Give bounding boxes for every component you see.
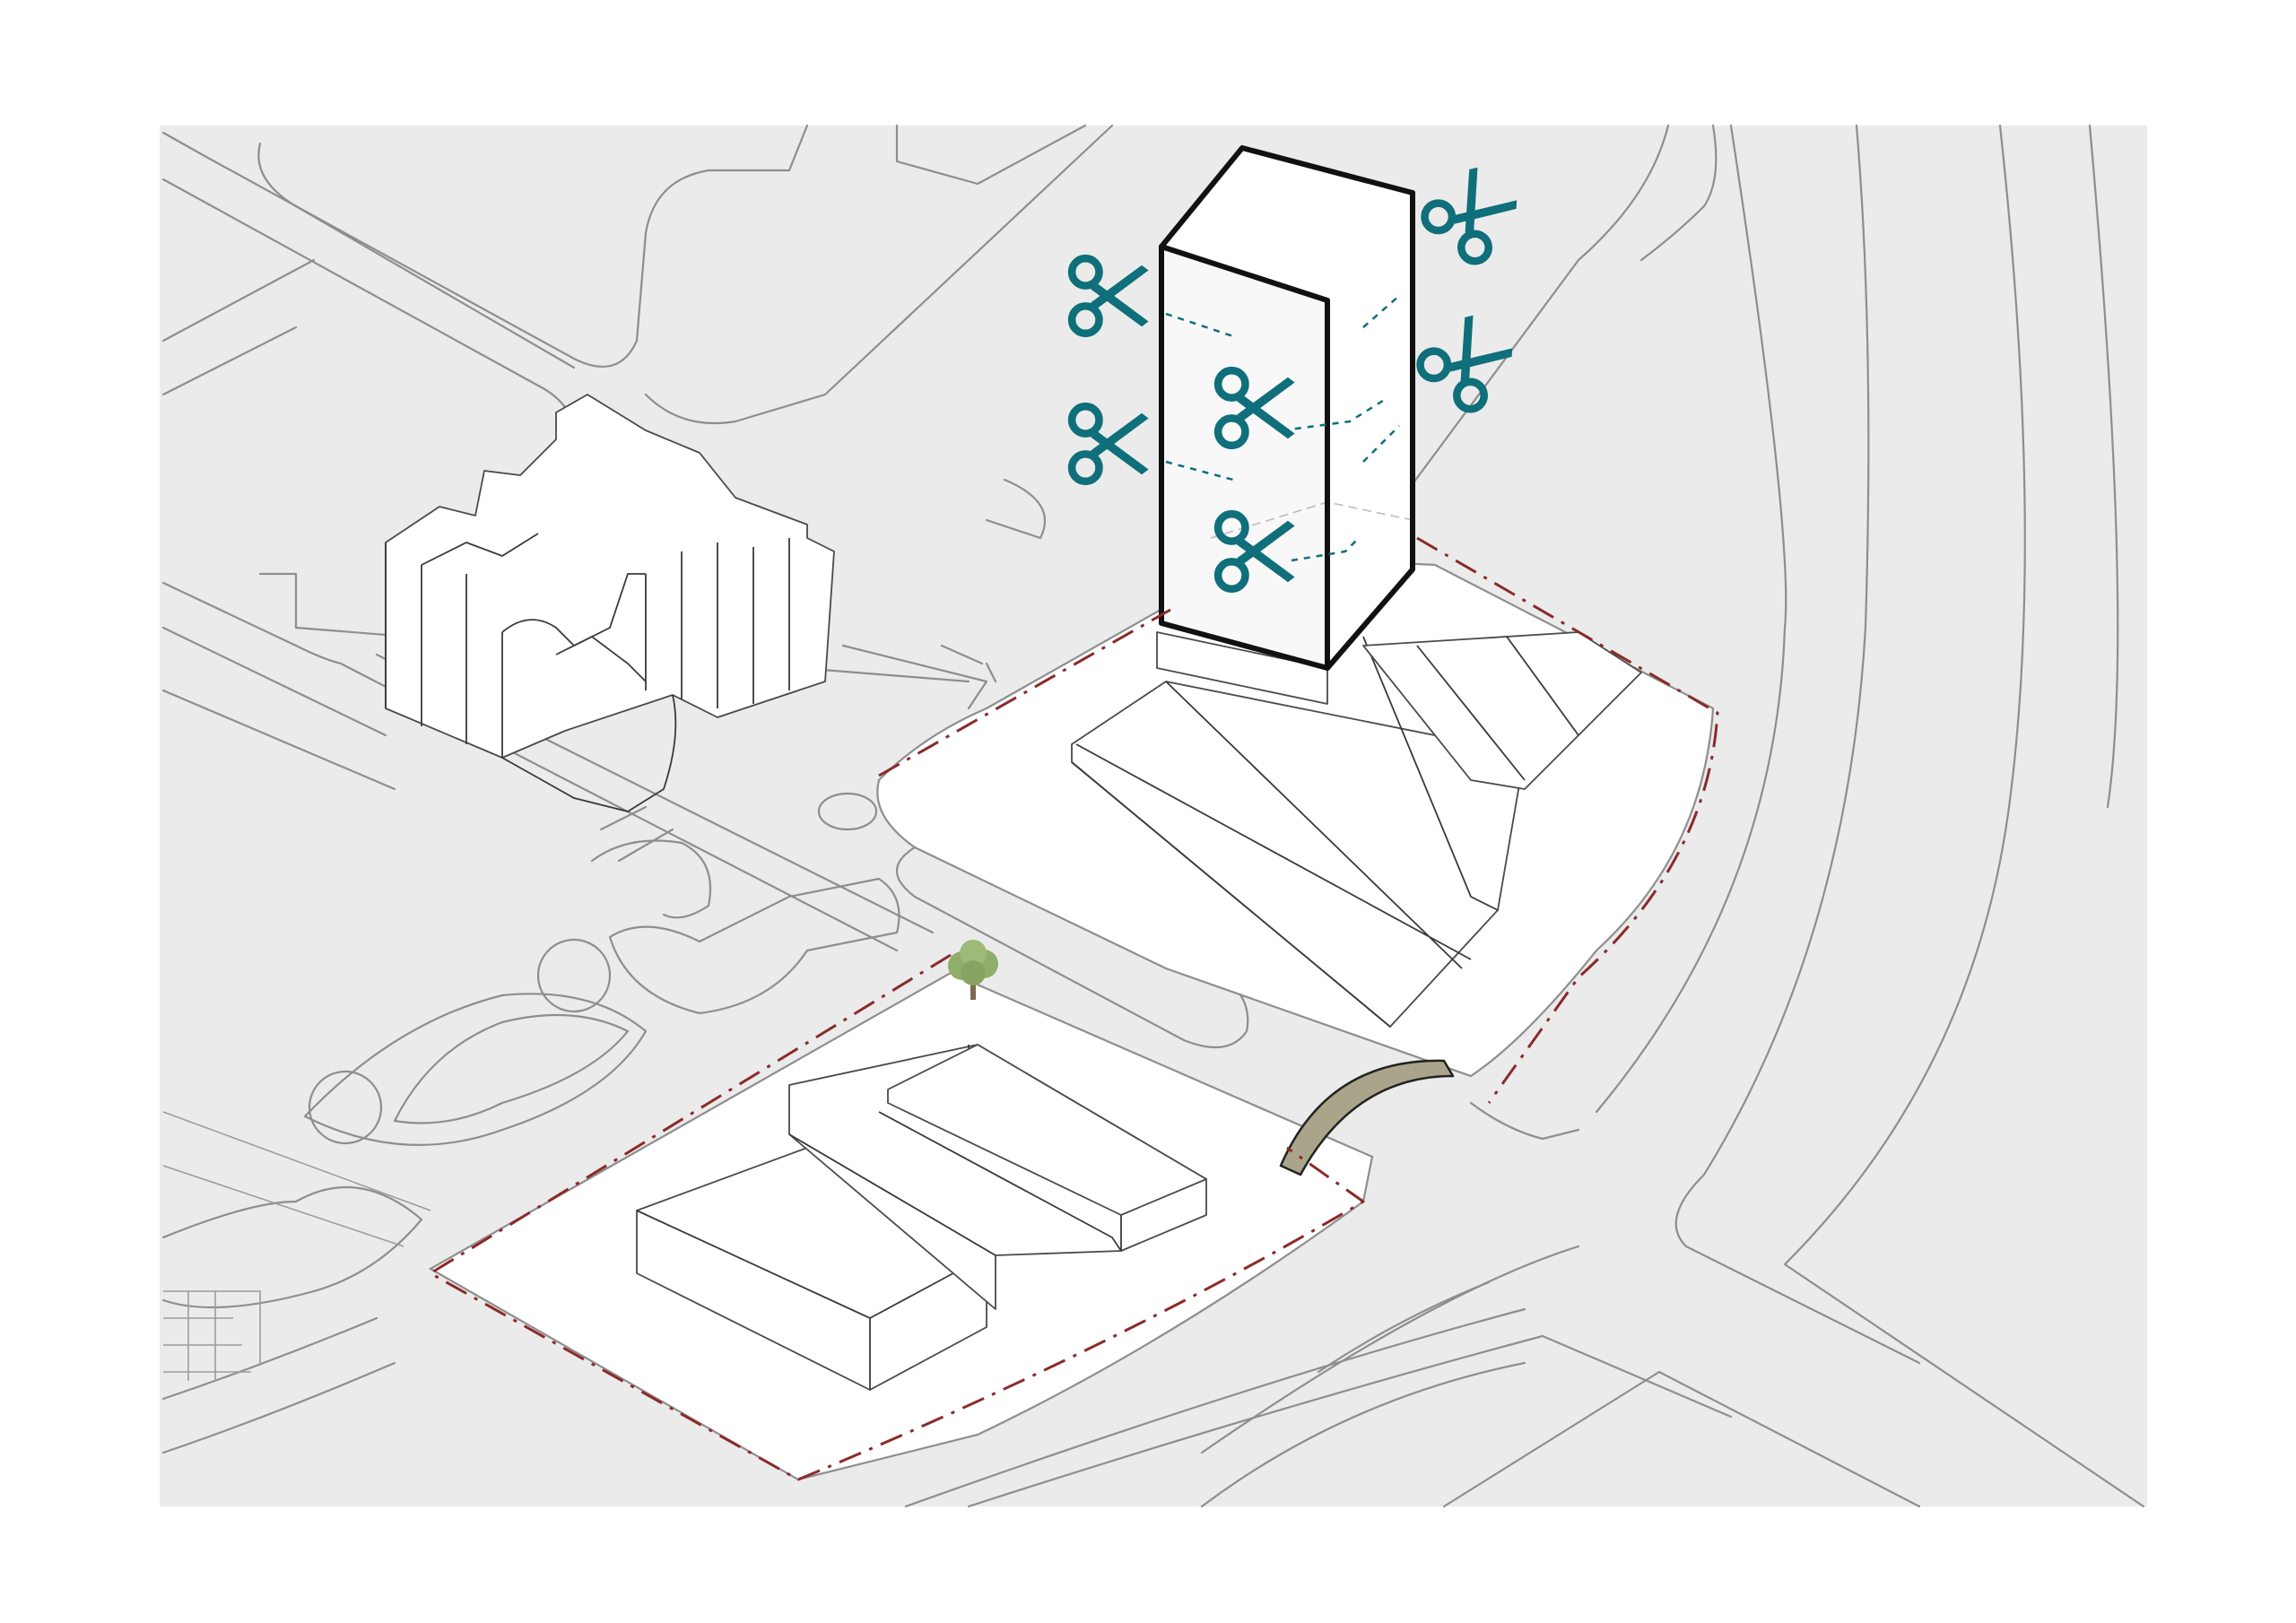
left-garden — [303, 805, 900, 1146]
lowrise-site-boundary — [429, 953, 1365, 1481]
site-boundaries — [429, 536, 1719, 1481]
tower-podium — [1071, 631, 1642, 1028]
tower-site-boundary — [878, 536, 1719, 1104]
lowrise-buildings — [636, 1044, 1207, 1391]
tower — [1159, 145, 1415, 671]
cut-lines — [1165, 295, 1400, 562]
bridge — [1279, 1059, 1455, 1176]
tree-icon — [948, 940, 998, 1000]
existing-building — [385, 394, 835, 812]
